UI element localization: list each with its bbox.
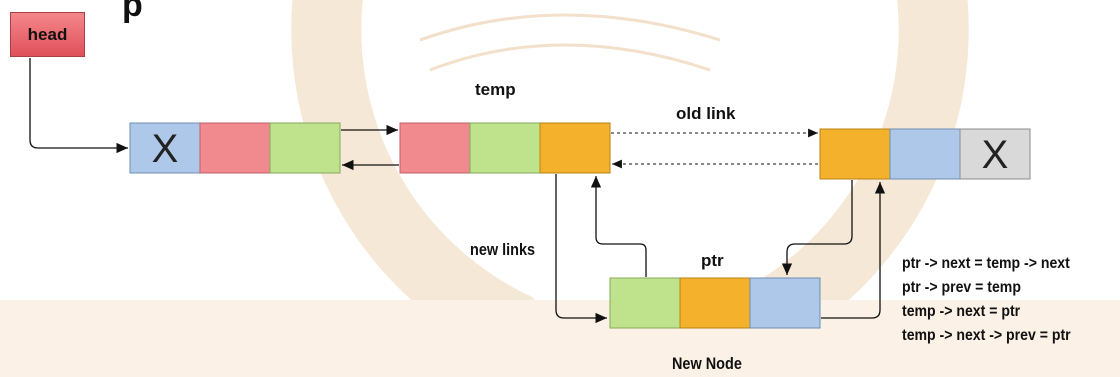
first-node-data-field: [199, 122, 271, 174]
ptr-next-to-next-node-arrow: [821, 182, 886, 319]
next-node: X: [819, 128, 1031, 180]
temp-label: temp: [475, 80, 516, 99]
code-line: ptr -> next = temp -> next: [902, 255, 1070, 272]
page-title-fragment: p: [122, 0, 143, 24]
ptr-prev-to-temp-arrow: [590, 176, 647, 277]
first-node-prev-field: [129, 122, 201, 174]
next-node-next-field: [959, 128, 1031, 180]
first-node-prev-null-icon: X: [152, 127, 179, 171]
first-node: X: [129, 122, 341, 174]
first-node-next-field: [269, 122, 341, 174]
code-line: temp -> next -> prev = ptr: [902, 327, 1071, 344]
new-node-label: New Node: [672, 354, 742, 373]
pointer-assignment-code: ptr -> next = temp -> next ptr -> prev =…: [902, 252, 1071, 348]
temp-node-data-field: [469, 122, 541, 174]
head-label: head: [27, 25, 68, 44]
temp-node-next-field: [539, 122, 611, 174]
head-pointer-box: head: [10, 12, 85, 57]
code-line: temp -> next = ptr: [902, 303, 1021, 320]
next-node-prev-field: [819, 128, 891, 180]
next-prev-to-ptr-arrow: [781, 180, 853, 275]
head-link-arrow: [29, 58, 128, 154]
ptr-label: ptr: [701, 251, 724, 270]
temp-node-prev-field: [399, 122, 471, 174]
next-node-next-null-icon: X: [982, 133, 1009, 177]
new-node-next-field: [749, 277, 821, 329]
new-node: [609, 277, 821, 329]
temp-node: [399, 122, 611, 174]
code-line: ptr -> prev = temp: [902, 279, 1021, 296]
temp-next-to-ptr-arrow: [555, 174, 607, 324]
next-node-data-field: [889, 128, 961, 180]
new-node-data-field: [679, 277, 751, 329]
old-link-label: old link: [676, 104, 736, 123]
new-node-prev-field: [609, 277, 681, 329]
new-links-label: new links: [470, 240, 536, 259]
